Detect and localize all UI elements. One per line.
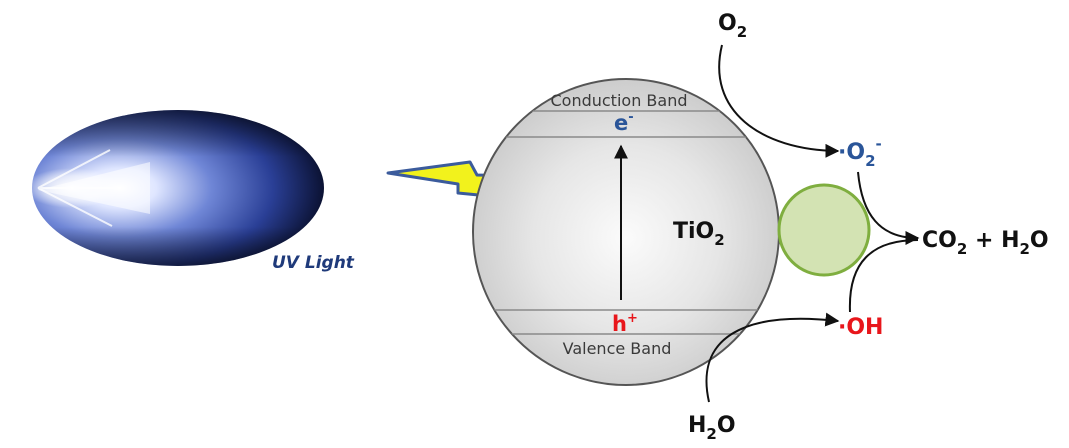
oxygen-reduction-arrow [718,44,840,158]
uv-ray-icon [37,149,120,227]
superoxide-to-products-arrow [857,171,920,245]
water-oxidation-arrow [705,312,840,403]
pollutant-particle [777,183,871,277]
valence-band-label: Valence Band [563,339,672,358]
superoxide-label: ·O2- [838,135,882,170]
oxygen-label: O2 [718,11,747,41]
electron-label: e- [614,110,634,135]
conduction-band-label: Conduction Band [550,91,687,110]
hole-label: h+ [612,311,638,336]
water-label: H2O [688,413,736,443]
uv-light-source [24,110,324,266]
products-label: CO2 + H2O [922,228,1049,258]
tio2-particle: Conduction Band Valence Band e- h+ TiO2 [472,78,780,386]
uv-light-label: UV Light [272,253,355,273]
tio2-label: TiO2 [673,219,725,249]
hydroxyl-to-products-arrow [848,239,919,313]
uv-glow-shade [32,110,324,266]
hydroxyl-label: ·OH [838,315,883,340]
